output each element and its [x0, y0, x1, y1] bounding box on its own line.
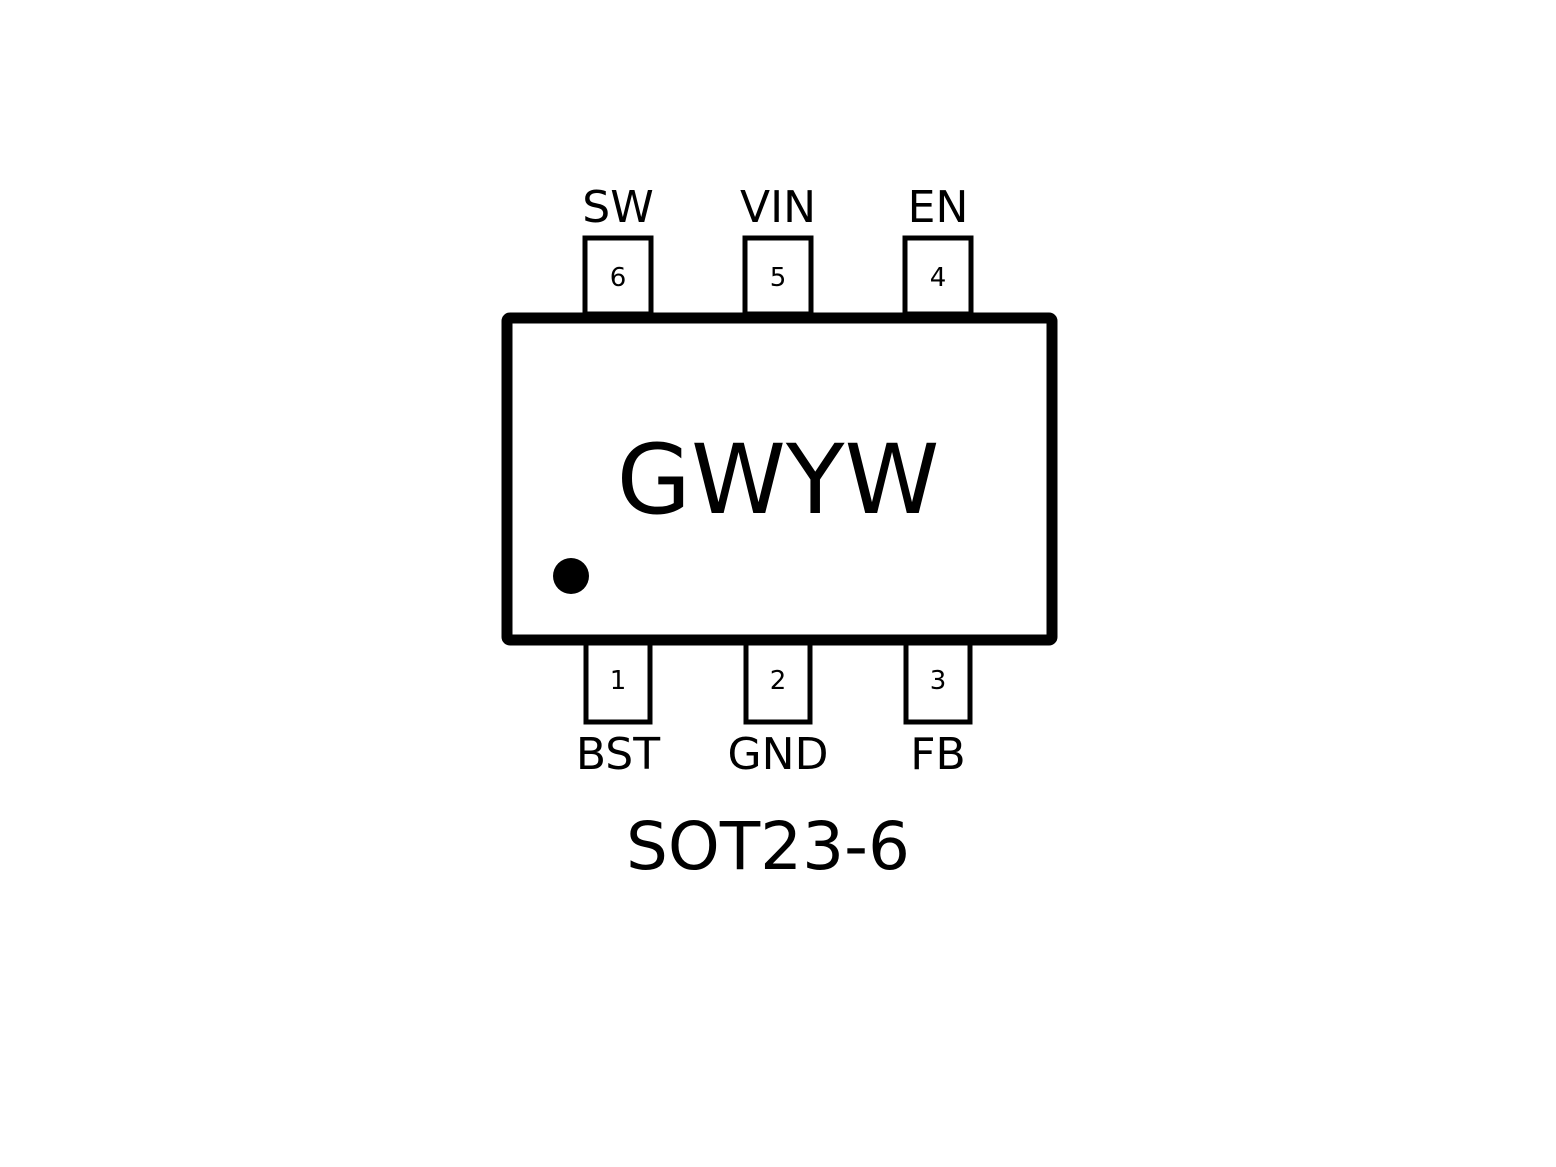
pin-number-4: 4 [929, 263, 947, 293]
package-name: SOT23-6 [626, 808, 910, 885]
pin-name-2: GND [727, 729, 829, 780]
pin-name-4: EN [907, 182, 969, 233]
pin-1-lead [583, 638, 653, 725]
pin-name-3: FB [910, 729, 966, 780]
pin-number-6: 6 [609, 263, 627, 293]
pin1-indicator-dot [553, 558, 589, 594]
pin-name-1: BST [575, 729, 661, 780]
pin-number-2: 2 [769, 666, 787, 696]
pin-number-3: 3 [929, 666, 947, 696]
pin-name-5: VIN [740, 182, 816, 233]
pin-name-6: SW [582, 182, 654, 233]
ic-body [501, 312, 1058, 646]
pin-3-lead [903, 638, 973, 725]
pin-number-5: 5 [769, 263, 787, 293]
pin-number-1: 1 [609, 666, 627, 696]
device-marking: GWYW [616, 424, 940, 536]
